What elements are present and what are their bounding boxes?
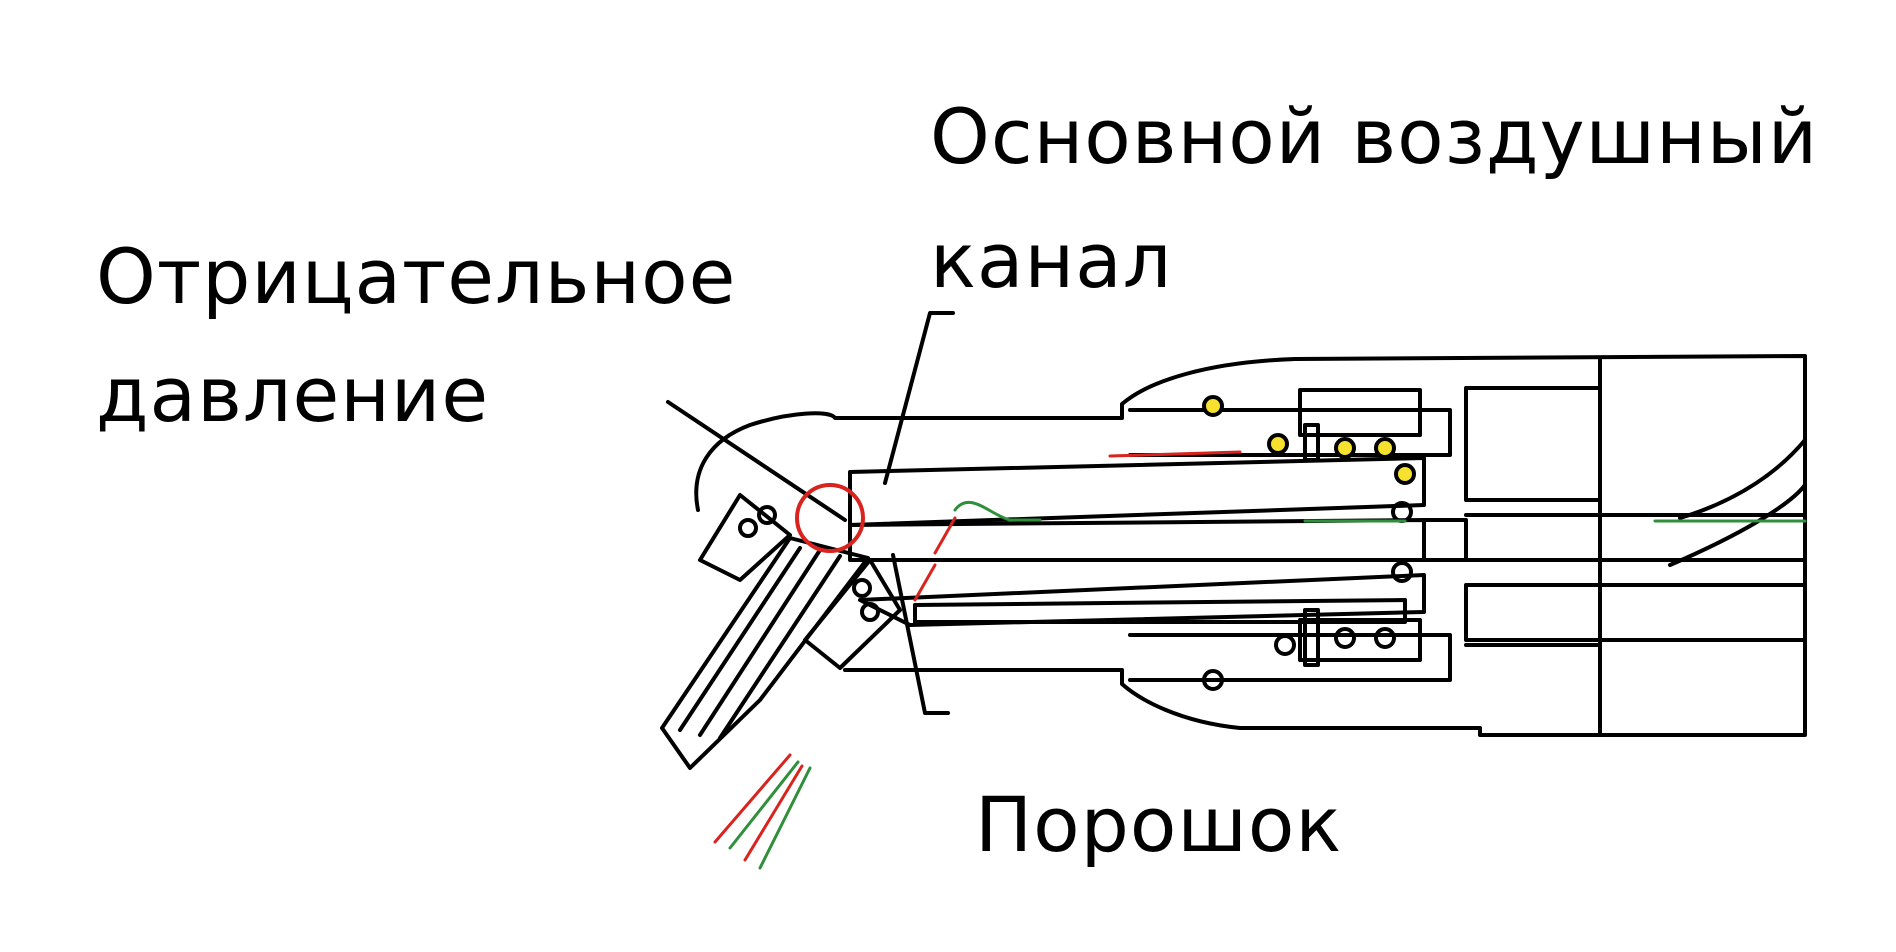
powder-flow-channel <box>933 516 957 555</box>
bearings <box>1202 395 1416 691</box>
bearing-yellow-2 <box>1267 433 1289 455</box>
channels <box>848 388 1468 682</box>
flow-lines <box>713 450 1807 870</box>
nozzle-hole-4 <box>860 602 880 622</box>
pin-upper <box>1303 423 1320 462</box>
body-back-panel <box>1464 386 1602 502</box>
spray-green-2 <box>758 766 812 870</box>
bearing-yellow-4 <box>1374 437 1396 459</box>
nozzle-hole-3 <box>852 578 872 598</box>
body-top-outline <box>694 354 1807 737</box>
bearing-6 <box>1202 669 1224 691</box>
nozzle-hole-1 <box>738 518 758 538</box>
nozzle-outer <box>660 536 870 770</box>
leader-negative-pressure <box>666 400 847 522</box>
air-flow-top <box>953 501 1042 522</box>
leader-powder <box>891 553 950 715</box>
leader-main-air-channel <box>883 311 955 485</box>
powder-flow-channel-2 <box>913 563 937 602</box>
body-rear-curve-2 <box>1668 483 1807 567</box>
bearing-2 <box>1391 561 1413 583</box>
lower-frame <box>1128 633 1452 682</box>
bearing-3 <box>1274 634 1296 656</box>
nozzle-lower-flange <box>803 558 902 670</box>
bearing-5 <box>1374 627 1396 649</box>
powder-flow-top <box>1108 450 1242 458</box>
spray-green-1 <box>728 760 800 850</box>
upper-frame <box>1128 408 1452 457</box>
pin-lower <box>1303 608 1320 667</box>
nozzle-hole-2 <box>757 505 777 525</box>
nozzle-inner-3 <box>718 554 842 740</box>
label-main-air-channel-line2: канал <box>930 216 1173 305</box>
body-back-slot-4 <box>1464 643 1602 737</box>
bearing-yellow-5 <box>1394 463 1416 485</box>
nozzle-inner-2 <box>698 548 822 737</box>
bearing-yellow-1 <box>1202 395 1224 417</box>
label-negative-pressure-line2: давление <box>96 350 490 439</box>
nozzle <box>660 493 902 770</box>
label-main-air-channel-line1: Основной воздушный <box>930 92 1819 181</box>
spray-red-2 <box>743 764 804 862</box>
bearing-4 <box>1334 627 1356 649</box>
negative-pressure-highlight <box>795 483 865 553</box>
bearing-yellow-3 <box>1334 437 1356 459</box>
lower-spring-box <box>1298 618 1422 662</box>
label-powder: Порошок <box>975 780 1343 869</box>
leader-lines <box>666 311 955 715</box>
body-back-slot-3 <box>1464 583 1807 642</box>
channel-top <box>848 456 1426 527</box>
body-rear-curve <box>1678 438 1807 520</box>
nozzle-inner-1 <box>678 546 802 732</box>
gun-body <box>694 354 1807 737</box>
channel-right-link <box>1422 518 1468 562</box>
spray-red-1 <box>713 753 792 844</box>
upper-spring-box <box>1298 388 1422 437</box>
label-negative-pressure-line1: Отрицательное <box>96 232 737 321</box>
